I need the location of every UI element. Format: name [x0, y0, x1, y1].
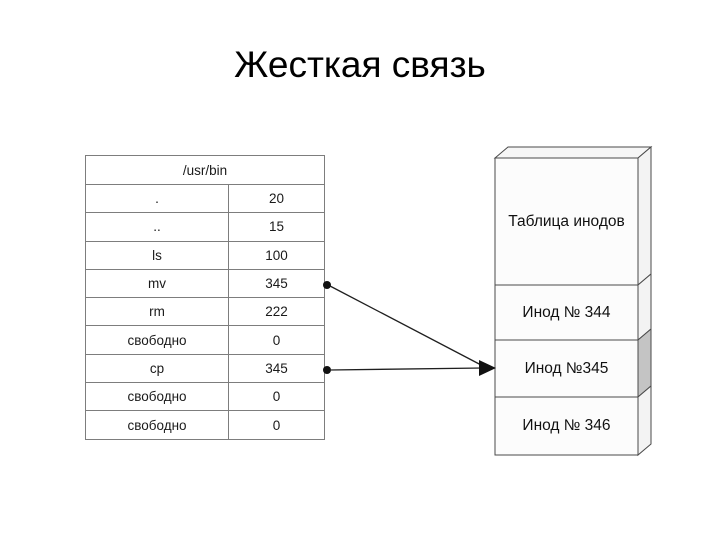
inode-stack-top-face — [493, 146, 653, 159]
inode-344-label: Инод № 344 — [522, 303, 611, 321]
table-row: свободно 0 — [86, 326, 324, 355]
inode-stack-side-face — [637, 384, 652, 457]
inode-345-highlighted-side-face — [637, 327, 652, 399]
entry-inode: 0 — [272, 389, 281, 405]
entry-inode: 345 — [265, 360, 288, 376]
table-row: mv 345 — [86, 269, 324, 299]
directory-table: /usr/bin . 20 .. 15 ls 100 mv 345 rm 222… — [85, 155, 325, 440]
table-row: свободно 0 — [86, 383, 324, 412]
entry-inode: 345 — [265, 276, 288, 292]
table-row: .. 15 — [86, 213, 324, 242]
inode-stack-side-face — [637, 272, 652, 342]
table-row: rm 222 — [86, 298, 324, 327]
directory-table-header: /usr/bin — [86, 156, 324, 185]
entry-name: mv — [86, 269, 229, 298]
entry-name: ls — [86, 241, 229, 269]
table-row: cp 345 — [86, 354, 324, 384]
entry-name: свободно — [86, 326, 229, 354]
entry-name: свободно — [86, 383, 229, 411]
entry-inode: 0 — [272, 417, 281, 433]
arrowhead-icon — [479, 360, 496, 376]
entry-inode: 0 — [272, 332, 281, 348]
entry-inode: 15 — [268, 219, 285, 235]
entry-name: .. — [86, 213, 229, 241]
entry-name: . — [86, 185, 229, 213]
entry-name: rm — [86, 298, 229, 326]
table-row: ls 100 — [86, 241, 324, 270]
entry-name: cp — [86, 354, 229, 383]
link-line-cp — [329, 367, 484, 371]
inode-table-title: Таблица инодов — [508, 212, 625, 230]
table-row: свободно 0 — [86, 411, 324, 439]
inode-346-label: Инод № 346 — [522, 417, 611, 434]
table-row: . 20 — [86, 185, 324, 214]
inode-stack-side-face — [637, 145, 652, 287]
entry-name: свободно — [86, 411, 229, 439]
link-line-mv — [329, 285, 484, 367]
inode-345-label: Инод №345 — [524, 359, 609, 377]
entry-inode: 100 — [265, 247, 288, 263]
slide-title: Жесткая связь — [234, 44, 486, 85]
entry-inode: 222 — [265, 304, 288, 320]
entry-inode: 20 — [268, 191, 285, 207]
